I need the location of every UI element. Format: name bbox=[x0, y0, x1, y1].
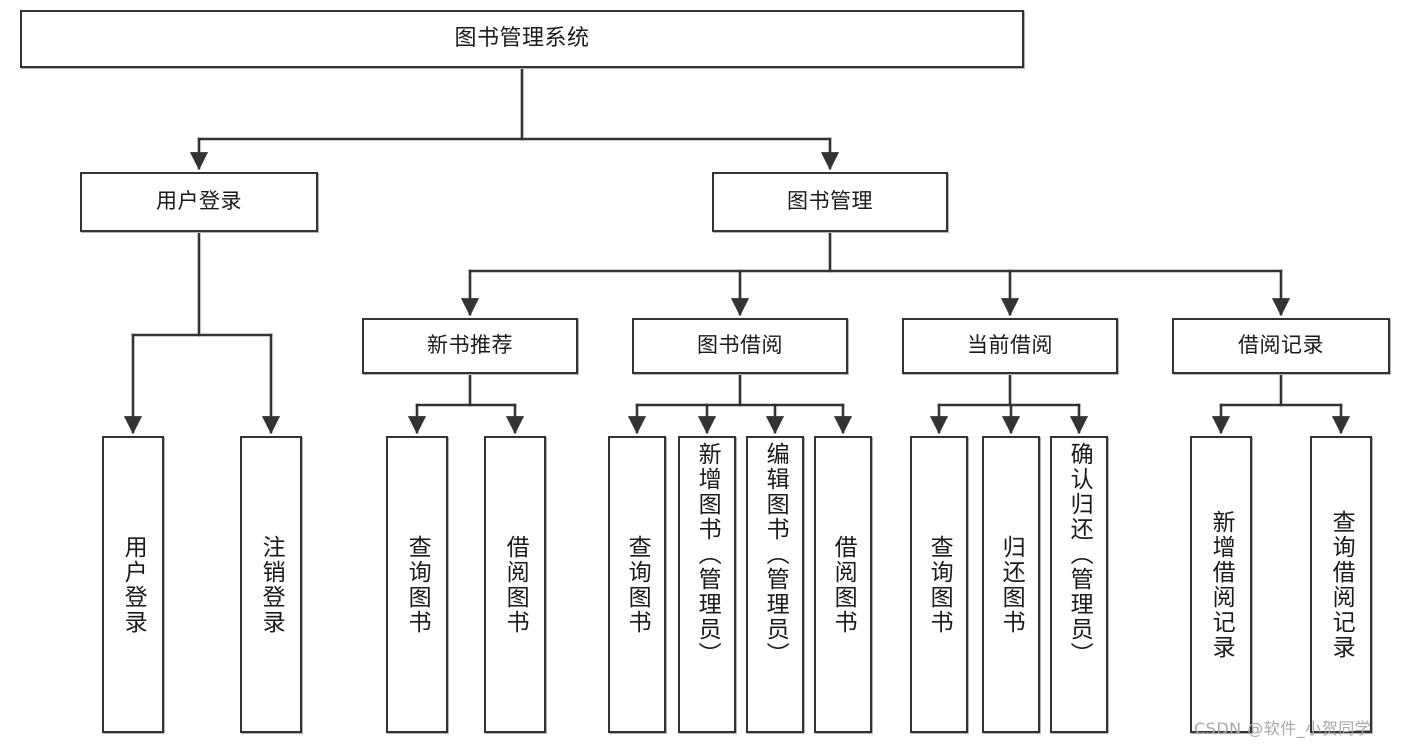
node-leaf-user-login[interactable]: 用户登录 bbox=[102, 436, 164, 733]
node-book-manage[interactable]: 图书管理 bbox=[712, 172, 948, 232]
node-book-manage-label: 图书管理 bbox=[787, 189, 873, 214]
node-book-borrow[interactable]: 图书借阅 bbox=[632, 318, 848, 374]
node-leaf-user-logout[interactable]: 注销登录 bbox=[240, 436, 302, 733]
node-user-login-label: 用户登录 bbox=[156, 189, 242, 214]
node-leaf-borrow-lend-label: 借阅图书 bbox=[830, 534, 857, 635]
node-leaf-rec-borrow-label: 借阅图书 bbox=[502, 534, 529, 635]
node-root-label: 图书管理系统 bbox=[454, 25, 590, 51]
node-leaf-cur-query-label: 查询图书 bbox=[926, 534, 953, 635]
node-borrow-record-label: 借阅记录 bbox=[1238, 333, 1324, 358]
node-leaf-rec-borrow[interactable]: 借阅图书 bbox=[484, 436, 546, 733]
node-leaf-rec-query2[interactable]: 查询借阅记录 bbox=[1310, 436, 1372, 733]
node-leaf-rec-query2-label: 查询借阅记录 bbox=[1328, 509, 1355, 660]
node-leaf-cur-confirm[interactable]: 确认归还（管理员） bbox=[1050, 436, 1108, 733]
node-leaf-user-logout-label: 注销登录 bbox=[258, 534, 285, 635]
node-leaf-cur-query[interactable]: 查询图书 bbox=[910, 436, 968, 733]
node-current-borrow-label: 当前借阅 bbox=[967, 333, 1053, 358]
node-new-book-rec-label: 新书推荐 bbox=[427, 333, 513, 358]
node-leaf-user-login-label: 用户登录 bbox=[120, 534, 147, 635]
node-leaf-cur-return-label: 归还图书 bbox=[998, 534, 1025, 635]
node-book-borrow-label: 图书借阅 bbox=[697, 333, 783, 358]
node-user-login[interactable]: 用户登录 bbox=[80, 172, 318, 232]
node-leaf-borrow-add-label: 新增图书（管理员） bbox=[694, 442, 721, 667]
node-leaf-borrow-query[interactable]: 查询图书 bbox=[608, 436, 666, 733]
node-leaf-borrow-edit-label: 编辑图书（管理员） bbox=[762, 442, 789, 667]
node-leaf-borrow-add[interactable]: 新增图书（管理员） bbox=[678, 436, 736, 733]
node-leaf-rec-add[interactable]: 新增借阅记录 bbox=[1190, 436, 1252, 733]
node-leaf-cur-return[interactable]: 归还图书 bbox=[982, 436, 1040, 733]
watermark: CSDN @软件_小贺同学 bbox=[1194, 719, 1372, 738]
node-current-borrow[interactable]: 当前借阅 bbox=[902, 318, 1118, 374]
node-leaf-rec-query-label: 查询图书 bbox=[404, 534, 431, 635]
node-leaf-borrow-lend[interactable]: 借阅图书 bbox=[814, 436, 872, 733]
node-leaf-cur-confirm-label: 确认归还（管理员） bbox=[1066, 442, 1093, 667]
node-leaf-borrow-query-label: 查询图书 bbox=[624, 534, 651, 635]
node-new-book-rec[interactable]: 新书推荐 bbox=[362, 318, 578, 374]
node-leaf-borrow-edit[interactable]: 编辑图书（管理员） bbox=[746, 436, 804, 733]
node-root[interactable]: 图书管理系统 bbox=[20, 10, 1024, 68]
node-leaf-rec-add-label: 新增借阅记录 bbox=[1208, 509, 1235, 660]
node-leaf-rec-query[interactable]: 查询图书 bbox=[386, 436, 448, 733]
node-borrow-record[interactable]: 借阅记录 bbox=[1172, 318, 1390, 374]
